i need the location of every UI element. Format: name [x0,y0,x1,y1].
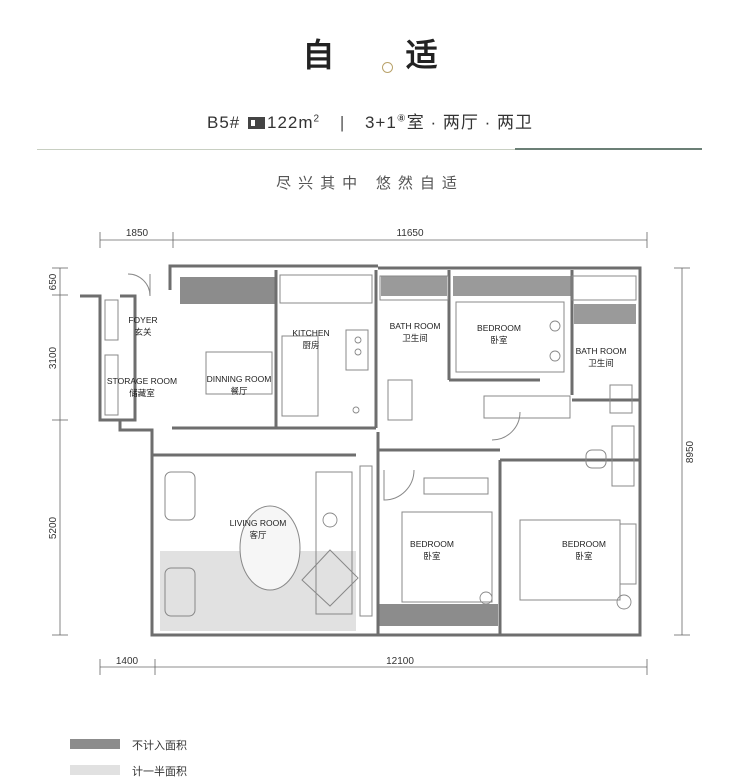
layout-mark: ⑧ [396,113,407,125]
unit-area: 122m [266,113,314,132]
dim-top-left: 1850 [126,228,149,239]
room-bath2-en: BATH ROOM [576,346,627,356]
room-dining-en: DINNING ROOM [207,374,272,384]
legend-swatch-not-counted [70,739,120,749]
fan-icon [616,594,632,610]
dim-bottom-left: 1400 [116,656,139,667]
room-kitchen-cn: 厨房 [302,340,319,351]
legend-label-not-counted: 不计入面积 [132,740,187,752]
not-counted-zone-bath2 [574,304,636,324]
room-living-en: LIVING ROOM [230,518,287,528]
room-bedroom1-cn: 卧室 [490,335,508,346]
room-bath1-en: BATH ROOM [390,321,441,331]
title-ornament-icon [382,62,393,73]
dim-left-1: 650 [48,273,59,290]
room-bath1-cn: 卫生间 [402,333,428,344]
legend-label-half-counted: 计一半面积 [132,766,187,778]
walls [80,264,642,637]
unit-summary: B5# 122m2 | 3+1⑧室 · 两厅 · 两卫 [0,108,740,133]
room-bedroom3-en: BEDROOM [562,539,606,549]
room-dining-cn: 餐厅 [230,387,248,397]
room-kitchen-en: KITCHEN [292,328,329,338]
summary-divider: | [339,113,346,132]
room-bedroom2-en: BEDROOM [410,539,454,549]
layout-prefix: 3+1 [364,113,397,132]
room-bath2-cn: 卫生间 [588,358,614,369]
slogan: 尽兴其中 悠然自适 [276,174,464,192]
chair-icon [322,512,338,528]
dim-right: 8950 [685,440,696,463]
room-storage-cn: 储藏室 [129,388,155,399]
floor-area-icon [247,117,265,129]
not-counted-zone-bedroom2 [378,604,498,626]
unit-number: B5# [207,113,241,132]
header-rule [37,149,702,150]
dim-bottom-right: 12100 [386,656,414,667]
interior-details [104,273,637,617]
not-counted-zone-kitchen [180,277,276,304]
page-title: 自 适 [302,36,468,74]
room-foyer-cn: 玄关 [134,327,152,338]
room-foyer-en: FOYER [128,315,157,325]
room-living-cn: 客厅 [249,530,267,541]
dim-top-right: 11650 [396,228,424,239]
dimension-lines [52,232,690,675]
area-unit-sup: 2 [313,113,321,125]
dim-left-3: 5200 [48,516,59,539]
room-storage-en: STORAGE ROOM [107,376,177,386]
room-bedroom1-en: BEDROOM [477,323,521,333]
legend-swatch-half-counted [70,765,120,775]
fan-icon-2 [479,591,493,605]
not-counted-zone-bedroom [453,276,571,296]
dim-left-2: 3100 [48,346,59,369]
room-bedroom3-cn: 卧室 [575,551,593,562]
layout-description: 室 · 两厅 · 两卫 [406,113,533,132]
room-bedroom2-cn: 卧室 [423,551,441,562]
header-rule-accent [515,148,702,150]
not-counted-zone-bath [381,276,447,296]
fixtures [322,320,632,610]
